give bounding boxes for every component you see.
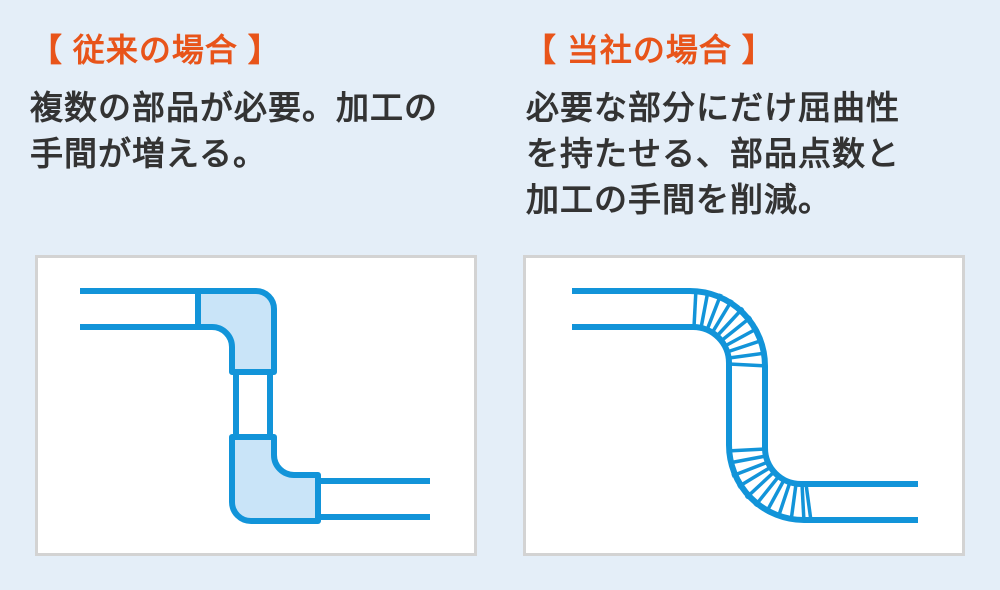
conventional-diagram-frame [35, 255, 477, 556]
flexible-piping-diagram [572, 288, 918, 523]
conventional-case-title: 【 従来の場合 】 [30, 32, 281, 68]
our-company-case-description: 必要な部分にだけ屈曲性 を持たせる、部品点数と 加工の手間を削減。 [526, 89, 900, 218]
pipe-outer-wall [572, 288, 918, 487]
outlet-pipe [318, 478, 430, 520]
conventional-piping-diagram [80, 288, 430, 524]
lower-elbow-fitting [229, 434, 321, 524]
our-company-diagram-frame [523, 255, 965, 556]
our-company-case-title: 【 当社の場合 】 [524, 32, 775, 68]
inlet-pipe [80, 288, 198, 330]
upper-elbow-fitting [195, 288, 277, 375]
lower-bellows-hatching [726, 447, 813, 523]
connector-pipe [233, 369, 273, 440]
upper-bellows-hatching [692, 288, 768, 368]
conventional-case-description: 複数の部品が必要。加工の 手間が増える。 [30, 89, 438, 172]
